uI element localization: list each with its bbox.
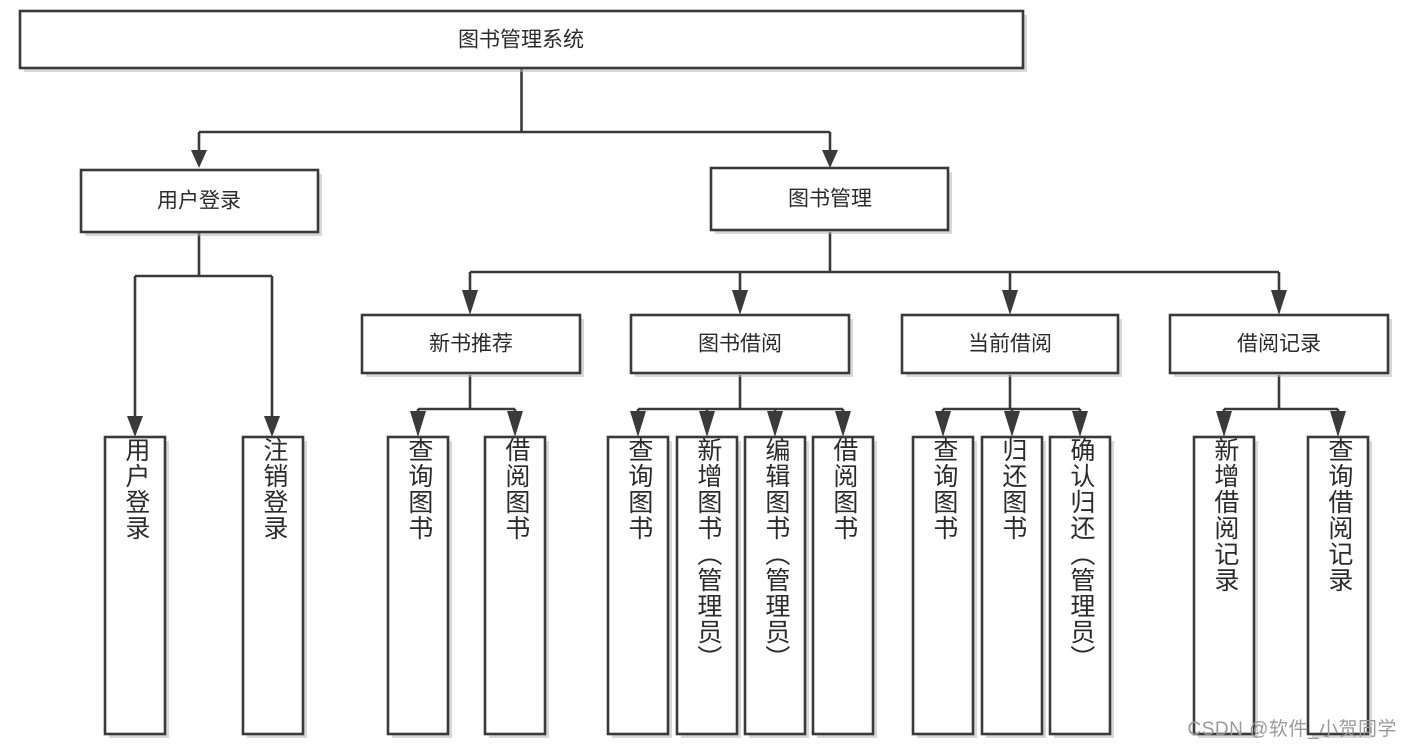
node-borrow-record[interactable]: 借阅记录	[1168, 313, 1392, 377]
leaf-node[interactable]	[743, 435, 809, 738]
node-current-borrow[interactable]: 当前借阅	[900, 313, 1122, 377]
arrowhead-br-leaf1	[1216, 411, 1232, 437]
arrowhead-bb-leaf3	[767, 411, 783, 437]
arrowhead-user-login	[191, 150, 207, 168]
leaf-node[interactable]	[386, 435, 452, 738]
arrowhead-leaf-user-login	[127, 416, 143, 437]
leaf-node[interactable]	[1306, 435, 1372, 738]
arrowhead-current-borrow	[1002, 290, 1018, 315]
node-current-borrow-label: 当前借阅	[968, 333, 1052, 356]
watermark: CSDN @软件_小贺同学	[1187, 719, 1397, 740]
arrowhead-book-borrow	[732, 290, 748, 315]
node-borrow-record-label: 借阅记录	[1237, 333, 1321, 356]
node-new-book-recommend[interactable]: 新书推荐	[360, 313, 584, 377]
arrowhead-cb-leaf2	[1004, 411, 1020, 437]
leaf-node[interactable]	[911, 435, 977, 738]
arrowhead-br-leaf2	[1330, 411, 1346, 437]
arrowhead-cb-leaf1	[935, 411, 951, 437]
arrowhead-borrow-record	[1271, 290, 1287, 315]
arrowhead-new-book-recommend	[462, 290, 478, 315]
node-user-login-label: 用户登录	[157, 190, 241, 213]
arrowhead-nb-leaf2	[507, 411, 523, 437]
node-root[interactable]: 图书管理系统	[18, 9, 1027, 72]
arrowhead-cb-leaf3	[1072, 411, 1088, 437]
leaf-node[interactable]	[1048, 435, 1114, 738]
leaf-node[interactable]	[483, 435, 549, 738]
arrowhead-bb-leaf2	[699, 411, 715, 437]
leaf-node[interactable]	[980, 435, 1046, 738]
arrowhead-nb-leaf1	[410, 411, 426, 437]
node-book-management-label: 图书管理	[788, 188, 872, 211]
node-book-management[interactable]: 图书管理	[709, 166, 952, 234]
connectors	[127, 68, 1346, 437]
node-user-login[interactable]: 用户登录	[79, 168, 322, 236]
arrowhead-bb-leaf1	[630, 411, 646, 437]
leaf-node[interactable]	[606, 435, 672, 738]
arrowhead-leaf-logout	[264, 416, 280, 437]
leaf-node[interactable]	[811, 435, 877, 738]
leaf-node[interactable]	[675, 435, 741, 738]
arrowhead-book-management	[822, 150, 838, 168]
leaf-node[interactable]	[1192, 435, 1258, 738]
leaf-node[interactable]	[103, 435, 169, 738]
node-root-label: 图书管理系统	[458, 29, 584, 52]
node-book-borrow-label: 图书借阅	[698, 333, 782, 356]
node-book-borrow[interactable]: 图书借阅	[629, 313, 853, 377]
arrowhead-bb-leaf4	[835, 411, 851, 437]
leaf-node[interactable]	[241, 435, 307, 738]
node-new-book-recommend-label: 新书推荐	[429, 333, 513, 356]
